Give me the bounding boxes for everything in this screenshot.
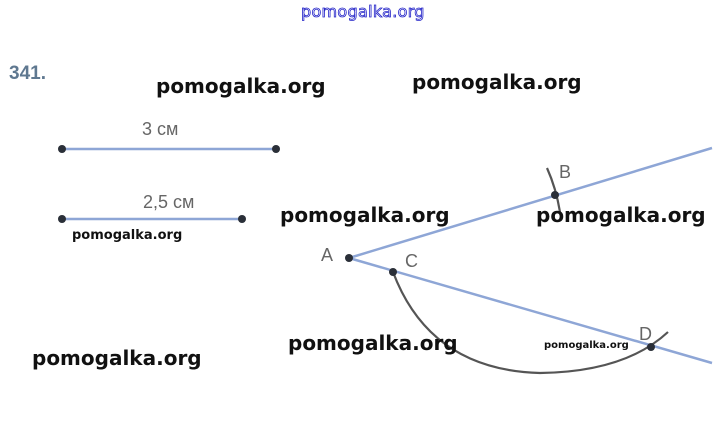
point-d (647, 343, 655, 351)
arc-b (545, 167, 562, 213)
exercise-number: 341. (9, 63, 46, 84)
segment-3cm-label: 3 см (142, 119, 178, 139)
label-a: A (321, 245, 333, 265)
arc-cd (391, 271, 669, 375)
label-d: D (639, 324, 652, 344)
watermark: pomogalka.org (280, 203, 450, 227)
watermark: pomogalka.org (288, 331, 458, 355)
watermark: pomogalka.org (72, 228, 183, 243)
point-c (389, 268, 397, 276)
watermark: pomogalka.org (544, 340, 629, 351)
point-b (551, 191, 559, 199)
label-b: B (559, 162, 571, 182)
segment-2-5cm-start (58, 215, 66, 223)
segment-3cm-start (58, 145, 66, 153)
watermark: pomogalka.org (32, 346, 202, 370)
segment-2-5cm-end (238, 215, 246, 223)
segment-3cm-end (272, 145, 280, 153)
label-c: C (405, 251, 418, 271)
watermark: pomogalka.org (156, 74, 326, 98)
point-a (345, 254, 353, 262)
watermark: pomogalka.org (536, 203, 706, 227)
ray-ab (348, 146, 713, 260)
segment-2-5cm-label: 2,5 см (143, 192, 194, 212)
header-watermark: pomogalka.org (301, 2, 425, 22)
watermark: pomogalka.org (412, 70, 582, 94)
